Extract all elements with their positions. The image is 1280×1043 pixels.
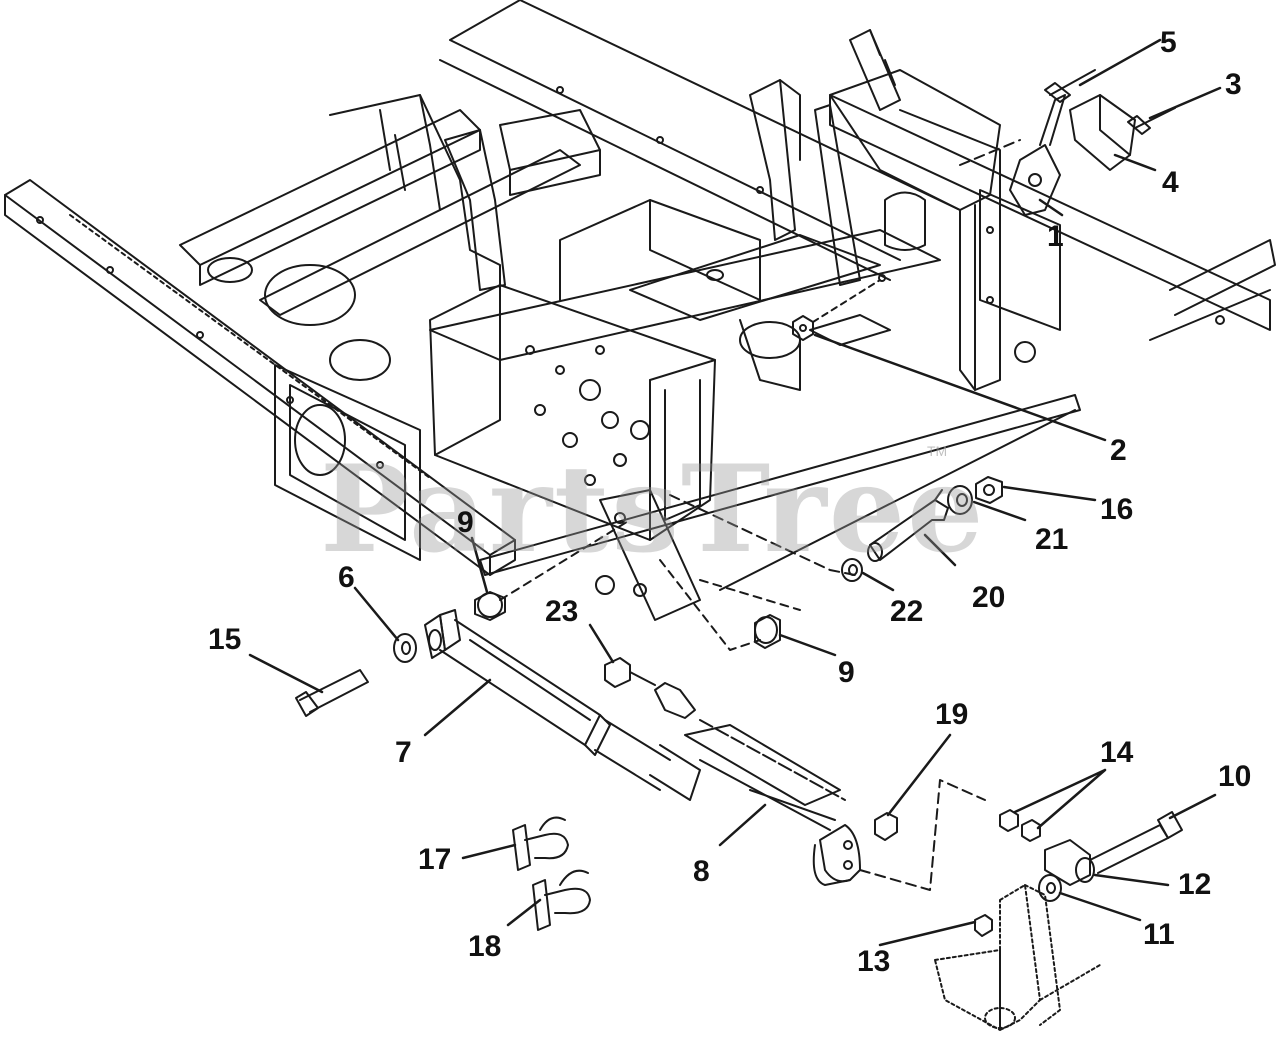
callout-8: 8 — [693, 855, 710, 888]
frame-back-rail — [439, 0, 961, 281]
callout-3: 3 — [1225, 68, 1242, 101]
watermark: PartsTree — [320, 439, 986, 580]
part-1-switch — [1009, 94, 1066, 216]
callout-6: 6 — [338, 561, 355, 594]
callout-9-left: 9 — [457, 506, 474, 539]
part-15-bolt — [295, 669, 369, 717]
callout-11: 11 — [1143, 918, 1175, 951]
callout-13: 13 — [857, 945, 891, 978]
part-5-screw — [1044, 69, 1096, 103]
part-2-nut — [792, 315, 814, 341]
frame-cross-members — [179, 109, 1081, 591]
part-14-nuts — [999, 809, 1041, 842]
callout-14: 14 — [1100, 736, 1134, 769]
part-12-rod-end — [1044, 839, 1095, 886]
frame-left-rail — [4, 179, 516, 576]
dash-line-bottom — [859, 779, 986, 891]
part-13-nut — [974, 914, 993, 937]
pivot-bracket — [595, 489, 701, 621]
watermark-trademark: TM — [927, 443, 948, 459]
callout-9-right: 9 — [838, 656, 855, 689]
leader-lines — [248, 38, 1222, 947]
callout-2: 2 — [1110, 434, 1127, 467]
callout-4: 4 — [1162, 166, 1179, 199]
callout-10: 10 — [1218, 760, 1252, 793]
callout-23: 23 — [545, 595, 579, 628]
callout-17: 17 — [418, 843, 452, 876]
part-4-bracket — [1069, 94, 1136, 171]
part-9-spacer-left — [474, 591, 506, 621]
callout-5: 5 — [1160, 26, 1177, 59]
part-8-link — [684, 719, 846, 831]
right-side-housing — [829, 69, 1001, 391]
part-20-bracket — [867, 489, 949, 562]
part-11-washer — [1038, 874, 1062, 902]
callout-21: 21 — [1035, 523, 1069, 556]
part-21-washer — [947, 485, 973, 515]
part-19-plate — [812, 824, 861, 886]
callout-18: 18 — [468, 930, 502, 963]
dash-line-nut — [812, 279, 881, 323]
upright-brackets — [329, 29, 901, 301]
part-9-spacer-right — [754, 614, 781, 649]
callout-7: 7 — [395, 736, 412, 769]
callout-1: 1 — [1047, 220, 1064, 253]
center-plate-assembly — [429, 199, 891, 541]
part-19-nut — [874, 812, 898, 841]
callout-22: 22 — [890, 595, 924, 628]
callout-20: 20 — [972, 581, 1006, 614]
callout-15: 15 — [208, 623, 242, 656]
callout-19: 19 — [935, 698, 969, 731]
callout-12: 12 — [1178, 868, 1212, 901]
part-18-clip — [532, 869, 591, 931]
part-7-cylinder — [424, 609, 701, 801]
dash-line-left — [499, 519, 631, 601]
part-23-rod-end — [604, 657, 696, 719]
callout-16: 16 — [1100, 493, 1134, 526]
bolt-hole — [878, 274, 886, 282]
part-16-nut — [975, 476, 1003, 504]
part-6-washer — [393, 633, 417, 663]
lower-arm — [934, 884, 1101, 1031]
part-17-clip — [512, 816, 569, 871]
dash-line-switch — [959, 139, 1021, 166]
left-housing — [274, 364, 421, 561]
part-10-bolt — [1089, 811, 1183, 874]
dash-line-right — [669, 494, 856, 576]
